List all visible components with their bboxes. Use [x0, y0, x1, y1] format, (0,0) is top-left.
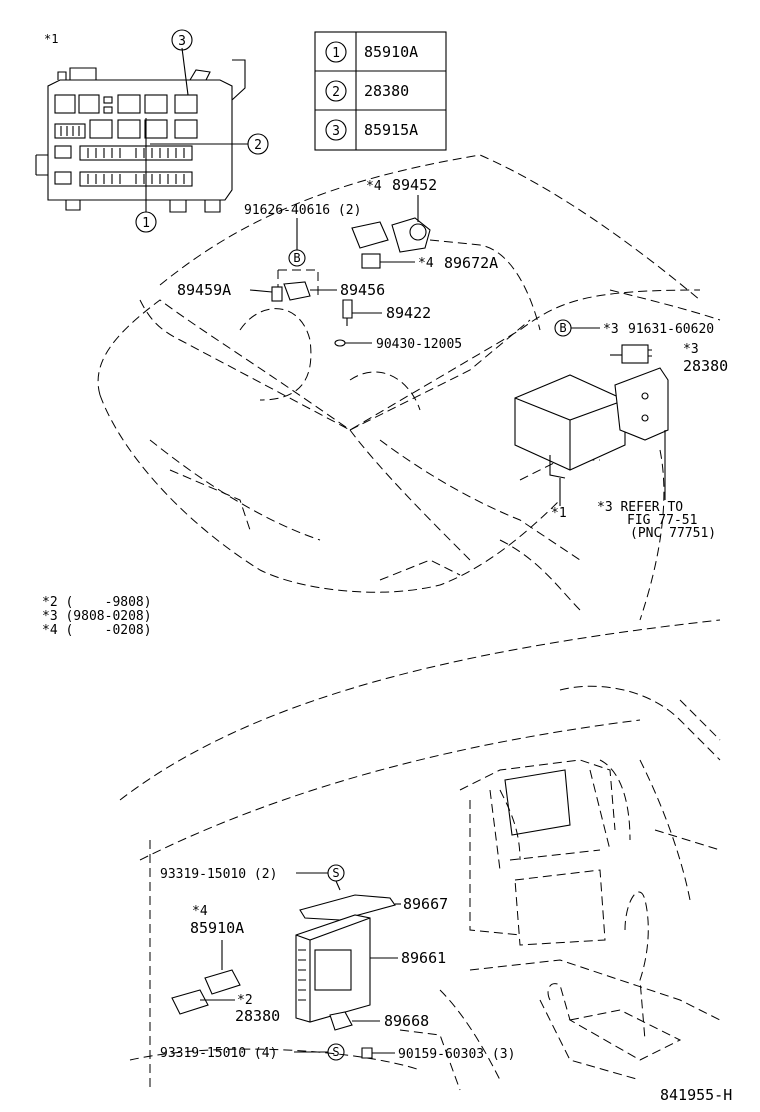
label-91631-star: *3: [603, 322, 619, 337]
screw-s-lower: S: [332, 1045, 339, 1059]
lower-labels: 93319-15010 (2) 89667 *4 85910A 89661 *2…: [160, 867, 732, 1104]
upper-parts: B B: [249, 195, 669, 506]
label-ecu-star: *1: [551, 506, 567, 521]
legend-index-2: 2: [332, 85, 340, 100]
callout-3: 3: [178, 34, 186, 49]
label-91626: 91626-40616 (2): [244, 203, 361, 218]
legend-index-1: 1: [332, 46, 340, 61]
legend-index-3: 3: [332, 124, 340, 139]
label-89667: 89667: [403, 895, 448, 913]
lower-parts: S S: [171, 864, 401, 1061]
note-3: *3 (9808-0208): [42, 609, 152, 624]
note-2: *2 ( -9808): [42, 595, 152, 610]
callout-1: 1: [142, 216, 150, 231]
label-28380: 28380: [683, 357, 728, 375]
production-notes: *2 ( -9808) *3 (9808-0208) *4 ( -0208): [42, 595, 152, 638]
label-89452-star: *4: [366, 179, 382, 194]
label-93319-lower: 93319-15010 (4): [160, 1046, 277, 1061]
label-85910a-star: *4: [192, 904, 208, 919]
bolt-b-upper: B: [293, 251, 300, 265]
refer-line-2: FIG 77-51: [627, 513, 697, 528]
label-90159: 90159-60303 (3): [398, 1047, 515, 1062]
refer-line-3: (PNC 77751): [630, 526, 716, 541]
figure-id: 841955-H: [660, 1086, 732, 1104]
legend-part-2: 28380: [364, 82, 409, 100]
refer-line-1: *3 REFER TO: [597, 500, 683, 515]
legend-part-3: 85915A: [364, 121, 418, 139]
relay-box-star: *1: [44, 32, 58, 46]
screw-s-upper: S: [332, 866, 339, 880]
vehicle-front-outline: [97, 154, 721, 621]
label-28380-lower: 28380: [235, 1007, 280, 1025]
label-89668: 89668: [384, 1012, 429, 1030]
relay-box-drawing: *1 3 2 1: [35, 29, 269, 233]
label-28380-star: *3: [683, 342, 699, 357]
label-93319-upper: 93319-15010 (2): [160, 867, 277, 882]
label-89661: 89661: [401, 949, 446, 967]
dashboard-outline: [119, 619, 721, 1091]
note-4: *4 ( -0208): [42, 623, 152, 638]
callout-2: 2: [254, 138, 262, 153]
label-89672a: 89672A: [444, 254, 498, 272]
legend-part-1: 85910A: [364, 43, 418, 61]
label-89459a: 89459A: [177, 281, 231, 299]
label-89456: 89456: [340, 281, 385, 299]
label-90430: 90430-12005: [376, 337, 462, 352]
upper-labels: *4 89452 91626-40616 (2) *4 89672A 89459…: [177, 176, 728, 541]
label-89452: 89452: [392, 176, 437, 194]
label-89672a-star: *4: [418, 256, 434, 271]
legend-table: 1 2 3 85910A 28380 85915A: [314, 31, 447, 151]
label-91631: 91631-60620: [628, 322, 714, 337]
label-85910a: 85910A: [190, 919, 244, 937]
bolt-b-right: B: [559, 321, 566, 335]
label-28380-lower-star: *2: [237, 993, 253, 1008]
label-89422: 89422: [386, 304, 431, 322]
